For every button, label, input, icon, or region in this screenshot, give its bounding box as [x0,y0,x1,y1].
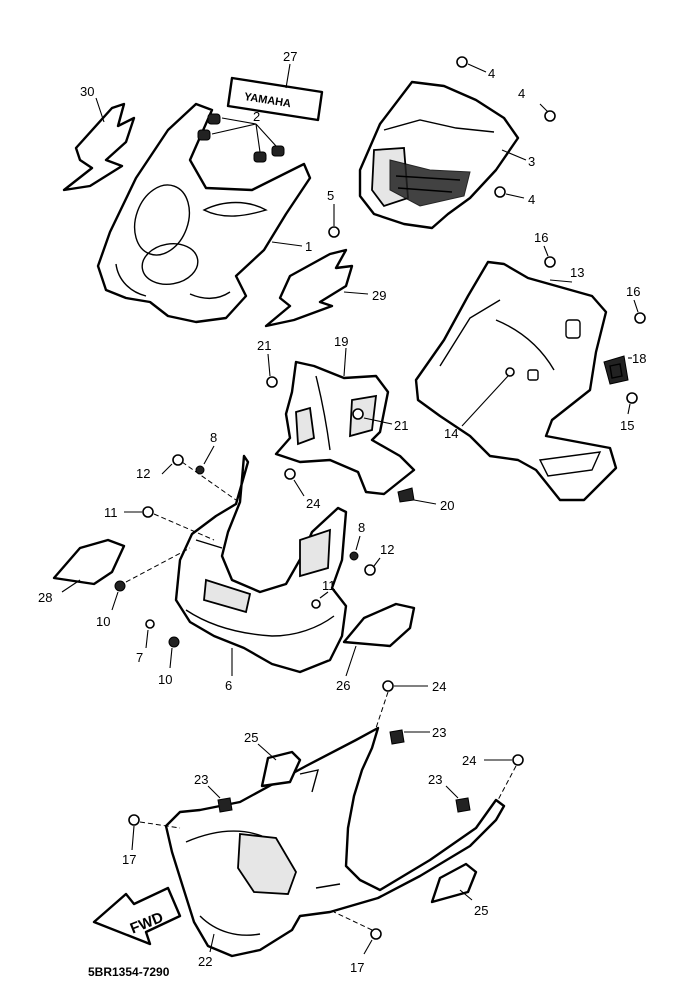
callout-12b: 12 [380,542,394,557]
callout-7: 7 [136,650,143,665]
screw-17a [128,814,140,826]
screw-15 [626,392,638,404]
callout-12a: 12 [136,466,150,481]
callout-17a: 17 [122,852,136,867]
callout-4c: 4 [528,192,535,207]
callout-5: 5 [327,188,334,203]
callout-1: 1 [305,239,312,254]
callout-29: 29 [372,288,386,303]
screw-12a [172,454,184,466]
callout-30: 30 [80,84,94,99]
callout-10a: 10 [96,614,110,629]
callout-14: 14 [444,426,458,441]
callout-13: 13 [570,265,584,280]
callout-6: 6 [225,678,232,693]
screw-12b [364,564,376,576]
callout-3: 3 [528,154,535,169]
screw-21b [352,408,364,420]
callout-25b: 25 [474,903,488,918]
callout-4b: 4 [518,86,525,101]
grommets [197,113,285,163]
nut-23c [455,797,471,813]
nut-23b [217,797,233,813]
bracket-panel-19 [274,360,416,496]
callout-20: 20 [440,498,454,513]
decal-29 [264,248,354,328]
nut-20 [397,487,415,503]
screw-11b [311,599,321,609]
callout-27: 27 [283,49,297,64]
callout-21a: 21 [257,338,271,353]
callout-24b: 24 [432,679,446,694]
screw-16b [634,312,646,324]
callout-18: 18 [632,351,646,366]
callout-8a: 8 [210,430,217,445]
document-code: 5BR1354-7290 [88,965,170,979]
callout-4a: 4 [488,66,495,81]
callout-16a: 16 [534,230,548,245]
callout-10b: 10 [158,672,172,687]
callout-24c: 24 [462,753,476,768]
callout-23a: 23 [432,725,446,740]
callout-17b: 17 [350,960,364,975]
reflector-18 [603,355,629,385]
screw-17b [370,928,382,940]
yamaha-emblem: YAMAHA [226,76,324,122]
decal-25b [430,862,478,904]
nut-23a [389,729,405,745]
callout-25a: 25 [244,730,258,745]
forward-arrow: FWD [92,886,182,946]
callout-2: 2 [253,109,260,124]
inner-panel-13 [414,260,618,502]
screw-16a [544,256,556,268]
callout-23c: 23 [428,772,442,787]
screw-4a [456,56,468,68]
callout-8b: 8 [358,520,365,535]
callout-24a: 24 [306,496,320,511]
screw-11a [142,506,154,518]
screw-24c [512,754,524,766]
callout-23b: 23 [194,772,208,787]
nut-10a [114,580,126,592]
callout-21b: 21 [394,418,408,433]
callout-16b: 16 [626,284,640,299]
screw-7 [145,619,155,629]
front-cowling [96,102,312,324]
screw-24b [382,680,394,692]
callout-26: 26 [336,678,350,693]
screw-21a [266,376,278,388]
lower-center-cover [174,454,348,674]
screw-5 [328,226,340,238]
screw-4b [544,110,556,122]
under-cover [164,726,506,958]
headlight-inner-panel [358,80,520,230]
callout-19: 19 [334,334,348,349]
callout-22: 22 [198,954,212,969]
decal-26 [342,602,416,648]
screw-4c [494,186,506,198]
clip-14 [505,367,515,377]
callout-11b: 11 [322,578,336,593]
decal-25a [260,750,302,788]
washer-8b [349,551,359,561]
decal-28 [52,538,126,586]
nut-10b [168,636,180,648]
decal-30 [62,102,136,192]
screw-24a [284,468,296,480]
washer-8a [195,465,205,475]
callout-28: 28 [38,590,52,605]
callout-11a: 11 [104,505,118,520]
callout-15: 15 [620,418,634,433]
